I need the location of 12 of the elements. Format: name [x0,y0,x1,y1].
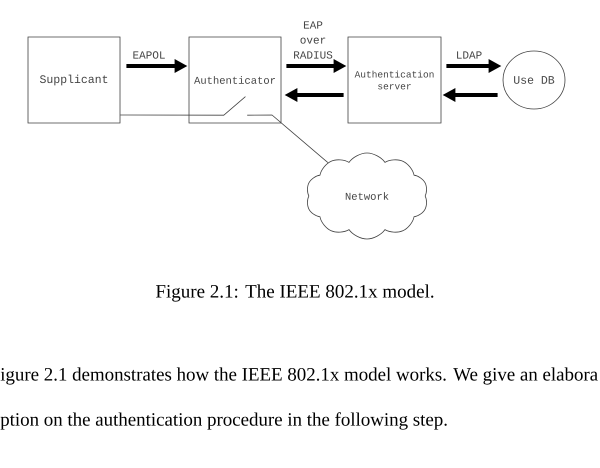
body-text: ption on the authentication procedure in the following step. [0,412,447,430]
process-box: Supplicant [28,36,120,124]
edge-label: LDAP [457,51,482,59]
process-box: Authentication server [348,36,442,124]
figure-caption: Figure 2.1: The IEEE 802.1x model. [156,284,434,302]
connector-line [246,114,328,163]
switch-symbol [223,96,246,116]
edge-label: EAP over RADIUS [294,21,332,59]
process-box: Authenticator [188,36,282,124]
body-text: igure 2.1 demonstrates how the IEEE 802.1x model works. We give an elabora [0,367,598,385]
edge-label: EAPOL [133,51,165,59]
connector-line [120,114,224,116]
